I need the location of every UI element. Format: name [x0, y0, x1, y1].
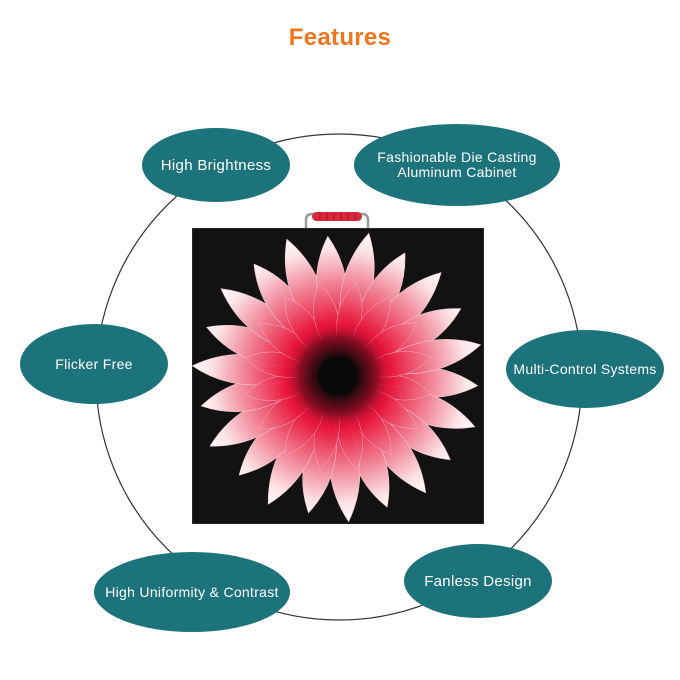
feature-multi-control-systems: Multi-Control Systems [506, 330, 664, 408]
feature-fanless-label: Fanless Design [424, 572, 532, 590]
feature-uniformity-label: High Uniformity & Contrast [105, 583, 279, 600]
feature-multi-control-label: Multi-Control Systems [513, 360, 657, 377]
feature-die-casting-label-line2: Aluminum Cabinet [397, 164, 517, 180]
feature-high-brightness-label: High Brightness [160, 156, 272, 174]
feature-fanless-design: Fanless Design [404, 544, 552, 618]
feature-high-brightness: High Brightness [142, 128, 290, 202]
feature-flicker-free: Flicker Free [20, 324, 168, 404]
feature-flicker-free-label: Flicker Free [55, 355, 133, 372]
cabinet-handle [304, 212, 370, 230]
feature-die-casting-label-line1: Fashionable Die Casting [377, 149, 537, 165]
feature-die-casting-cabinet: Fashionable Die Casting Aluminum Cabinet [354, 124, 560, 206]
feature-uniformity-contrast: High Uniformity & Contrast [94, 552, 290, 632]
page-title: Features [288, 24, 392, 51]
led-cabinet-panel [192, 228, 484, 524]
